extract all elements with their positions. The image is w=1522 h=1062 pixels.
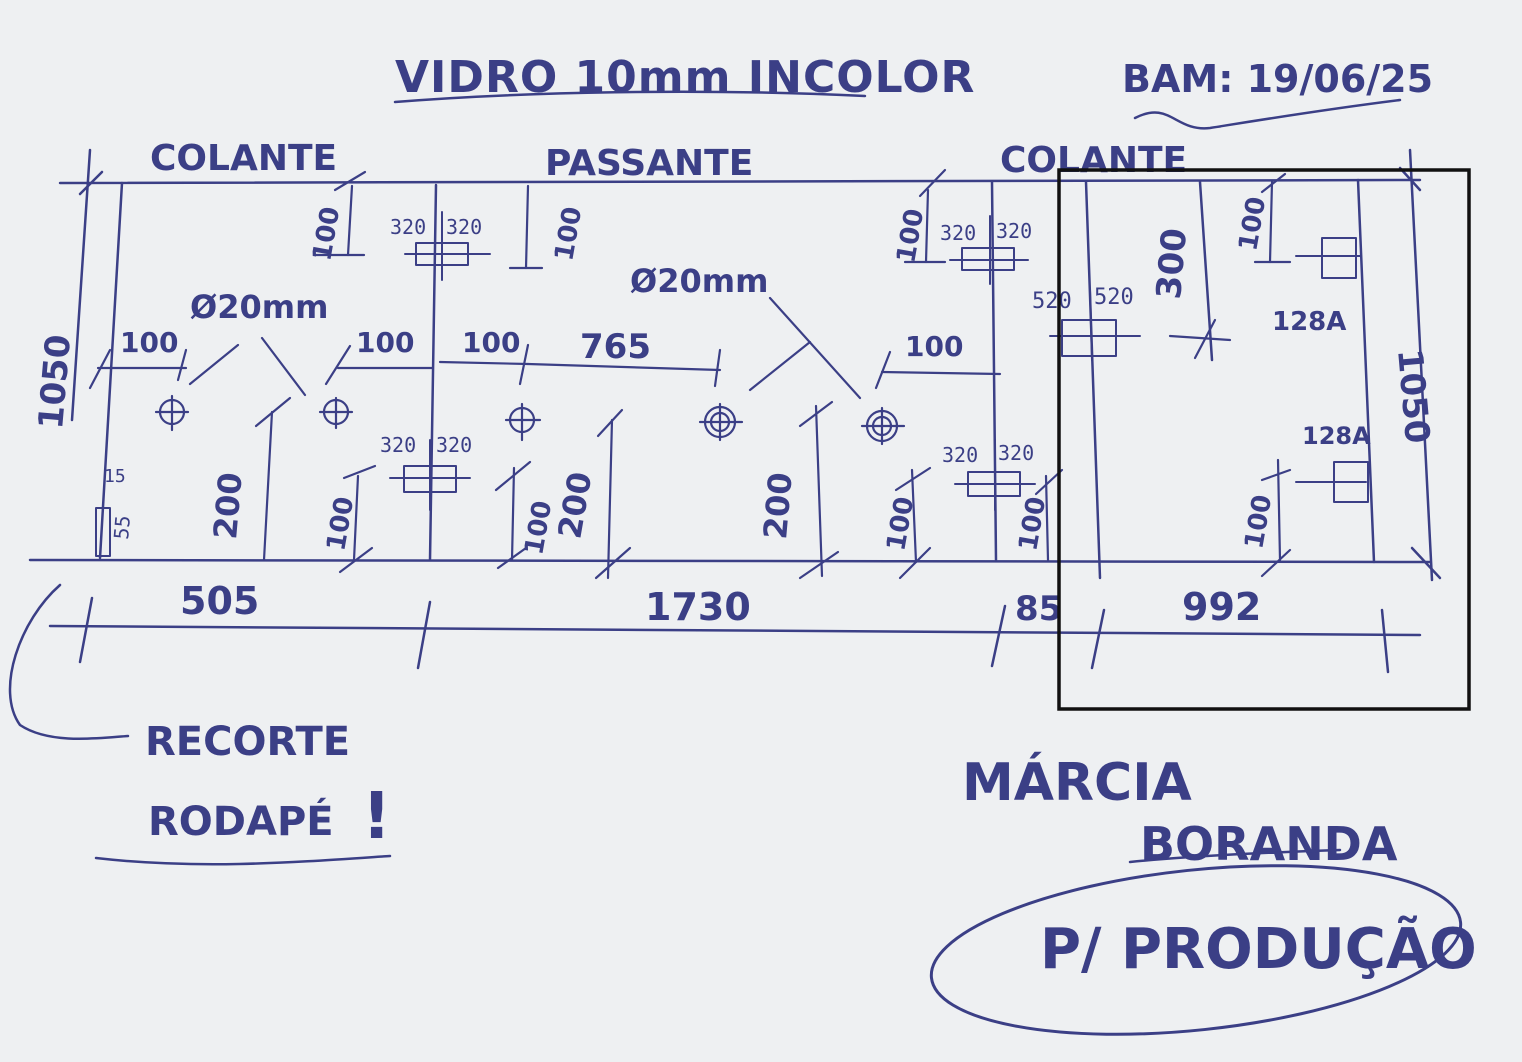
diameter-label-left: Ø20mm xyxy=(190,288,328,326)
hole-2 xyxy=(318,396,354,430)
dim-300: 300 xyxy=(1149,227,1195,301)
notch-55: 55 xyxy=(109,514,135,540)
notch-15: 15 xyxy=(104,466,126,487)
dim-320-1a: 320 xyxy=(390,215,426,239)
hinge-block-bottom-right xyxy=(954,439,1036,511)
dim-320-1b: 320 xyxy=(446,215,482,239)
edge-label-left: COLANTE xyxy=(150,138,337,179)
hole-group xyxy=(154,394,906,446)
horizontal-dim-lines xyxy=(88,343,1002,390)
highlight-box xyxy=(1057,168,1471,711)
dim-520-a: 520 xyxy=(1032,289,1072,314)
date-underline xyxy=(1133,98,1402,130)
dim-h-100-a: 100 xyxy=(120,326,178,359)
right-bottom-100-line xyxy=(1260,458,1292,578)
edge-label-right: COLANTE xyxy=(1000,140,1187,181)
dim-h-100-d: 100 xyxy=(905,330,963,363)
bottom-dimension-line xyxy=(48,596,1422,674)
bottom-100-lines xyxy=(338,460,1064,580)
hole-3 xyxy=(504,402,542,442)
dim-320-3a: 320 xyxy=(380,433,416,457)
dim-320-4b: 320 xyxy=(998,441,1034,465)
vertical-200-lines xyxy=(254,396,840,580)
block-520 xyxy=(1049,289,1141,361)
diameter-label-center: Ø20mm xyxy=(630,262,768,300)
hinge-block-top-right xyxy=(949,215,1029,285)
hinge-block-right-lower xyxy=(1295,461,1369,503)
recorte-line1: RECORTE xyxy=(145,719,350,765)
hole-1 xyxy=(154,394,190,432)
dim-height-left: 1050 xyxy=(31,333,79,431)
recorte-line2: RODAPÉ xyxy=(148,797,334,845)
recorte-underline xyxy=(94,854,392,866)
dim-520-b: 520 xyxy=(1094,285,1134,310)
top-dim-lines xyxy=(314,168,1292,270)
recorte-leader xyxy=(8,583,130,741)
dim-765: 765 xyxy=(580,327,651,367)
title-underline xyxy=(393,90,867,104)
notch-block xyxy=(95,507,111,557)
dim-320-2b: 320 xyxy=(996,219,1032,243)
diameter-leader-left xyxy=(188,336,307,397)
dim-h-100-b: 100 xyxy=(356,326,414,359)
dim-85: 85 xyxy=(1015,589,1062,629)
sketch-title: VIDRO 10mm INCOLOR xyxy=(395,52,975,103)
sketch-date: BAM: 19/06/25 xyxy=(1122,57,1433,101)
hinge-block-top-center xyxy=(404,211,491,281)
client-line2: BORANDA xyxy=(1140,817,1398,871)
dim-320-4a: 320 xyxy=(942,443,978,467)
hinge-label-bottom: 128A xyxy=(1302,422,1371,450)
dim-h-100-c: 100 xyxy=(462,326,520,359)
hinge-block-bottom-center xyxy=(389,439,471,511)
client-underline xyxy=(1128,848,1342,864)
dim-505: 505 xyxy=(180,579,259,623)
recorte-mark: ! xyxy=(362,780,391,854)
hole-4 xyxy=(698,402,744,442)
dim-1730: 1730 xyxy=(645,585,751,629)
hole-5 xyxy=(860,406,906,446)
dim-300-tick xyxy=(1168,318,1232,360)
dim-320-3b: 320 xyxy=(436,433,472,457)
hinge-block-right-upper xyxy=(1295,237,1361,279)
edge-label-center: PASSANTE xyxy=(545,143,753,184)
diameter-leader-center xyxy=(748,296,862,400)
stamp-text: P/ PRODUÇÃO xyxy=(1040,916,1477,982)
dim-200-c: 200 xyxy=(756,471,800,541)
dim-height-right: 1050 xyxy=(1389,347,1437,445)
hinge-label-top: 128A xyxy=(1272,307,1346,337)
dim-320-2a: 320 xyxy=(940,221,976,245)
dim-992: 992 xyxy=(1182,585,1261,629)
client-line1: MÁRCIA xyxy=(962,752,1192,813)
stamp-ellipse xyxy=(929,864,1463,1036)
dim-200-a: 200 xyxy=(206,471,250,541)
